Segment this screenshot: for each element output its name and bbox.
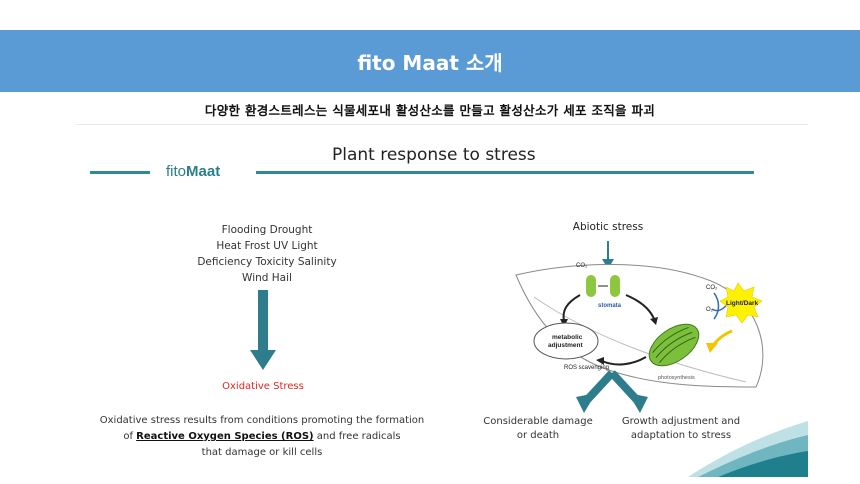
oxidative-description: Oxidative stress results from conditions… [76,413,448,461]
description-text: of [123,431,137,442]
brand-bold: Maat [186,163,221,180]
leaf-diagram: CO₂ stomata metabolic adjustment ROS sca… [515,241,764,388]
page-subtitle: 다양한 환경스트레스는 식물세포내 활성산소를 만들고 활성산소가 세포 조직을… [204,103,656,118]
outcome-line: Considerable damage [483,416,593,427]
decorative-swoosh [688,421,808,477]
stress-line: Flooding Drought [221,224,313,236]
ros-term: Reactive Oxygen Species (ROS) [136,431,314,442]
brand-rule-right [256,171,754,174]
outcome-line: or death [516,430,560,441]
outcome-adaptation: Growth adjustment and adaptation to stre… [606,415,756,443]
brand-prefix: fito [166,163,187,180]
co2-left: CO₂ [576,263,588,269]
abiotic-stress-label: Abiotic stress [572,221,644,233]
split-arrow-icon [576,370,648,413]
page-title: fito Maat 소개 [357,50,503,75]
down-arrow-icon [250,290,276,370]
description-text: and free radicals [313,431,401,442]
sun-icon [719,282,763,324]
outcome-line: adaptation to stress [630,430,732,441]
oxidative-stress-label: Oxidative Stress [222,381,304,392]
slide-title: Plant response to stress [332,145,536,165]
stomata-label: stomata [598,303,622,309]
brand-rule-left [90,171,150,174]
light-dark-label: Light/Dark [726,300,759,307]
slide-figure: fitoMaat Plant response to stress Floodi… [76,124,808,477]
description-line: Oxidative stress results from conditions… [99,415,425,426]
metabolic-label-2: adjustment [548,342,584,349]
stress-line: Wind Hail [242,272,292,284]
stress-line: Deficiency Toxicity Salinity [197,256,337,268]
stress-line: Heat Frost UV Light [216,240,318,252]
co2-right: CO₂ [706,285,718,291]
outcome-damage: Considerable damage or death [476,415,600,443]
o2-label: O₂ [706,307,714,313]
header-banner: fito Maat 소개 [0,30,860,92]
photosynthesis-label: photosynthesis [658,375,695,381]
stress-list: Flooding Drought Heat Frost UV Light Def… [172,222,362,286]
description-line: of Reactive Oxygen Species (ROS) and fre… [76,429,448,445]
ros-scavenging-label: ROS scavenging [564,365,609,371]
outcome-line: Growth adjustment and [621,416,741,427]
description-line: that damage or kill cells [201,447,323,458]
brand-logo: fitoMaat [166,163,220,180]
metabolic-label-1: metabolic [552,334,583,341]
